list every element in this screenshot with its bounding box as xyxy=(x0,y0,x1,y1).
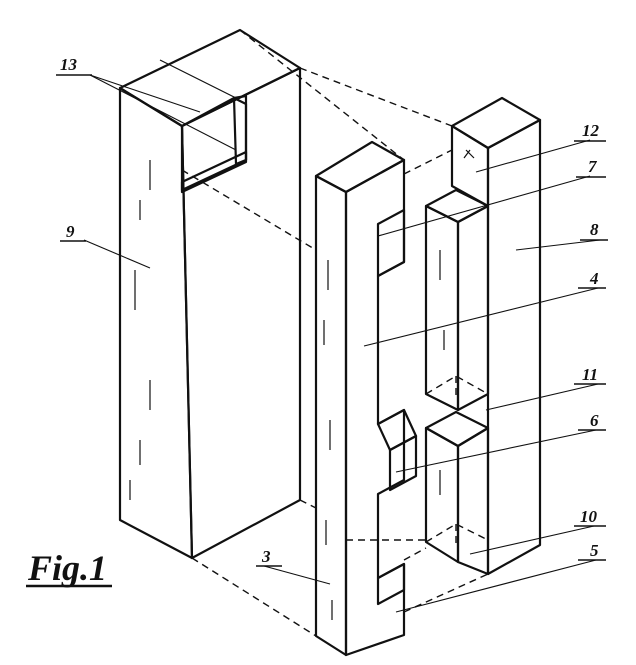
assembly-dashed-lines xyxy=(181,29,489,637)
figure-caption-text: Fig.1 xyxy=(27,548,107,588)
figure-caption: Fig.1 xyxy=(26,548,112,588)
block-9 xyxy=(118,28,302,560)
label-8: 8 xyxy=(590,220,599,239)
label-7: 7 xyxy=(588,157,598,176)
reference-numerals: 13 9 12 7 8 4 11 6 10 5 3 xyxy=(56,55,608,567)
label-11: 11 xyxy=(582,365,598,384)
label-12: 12 xyxy=(582,121,600,140)
label-13: 13 xyxy=(60,55,78,74)
label-10: 10 xyxy=(580,507,598,526)
rail-3 xyxy=(314,140,418,657)
rail-8 xyxy=(424,96,542,576)
label-6: 6 xyxy=(590,411,599,430)
leader-lines xyxy=(83,74,601,613)
label-3: 3 xyxy=(261,547,271,566)
label-5: 5 xyxy=(590,541,599,560)
label-4: 4 xyxy=(589,269,599,288)
label-9: 9 xyxy=(66,222,75,241)
